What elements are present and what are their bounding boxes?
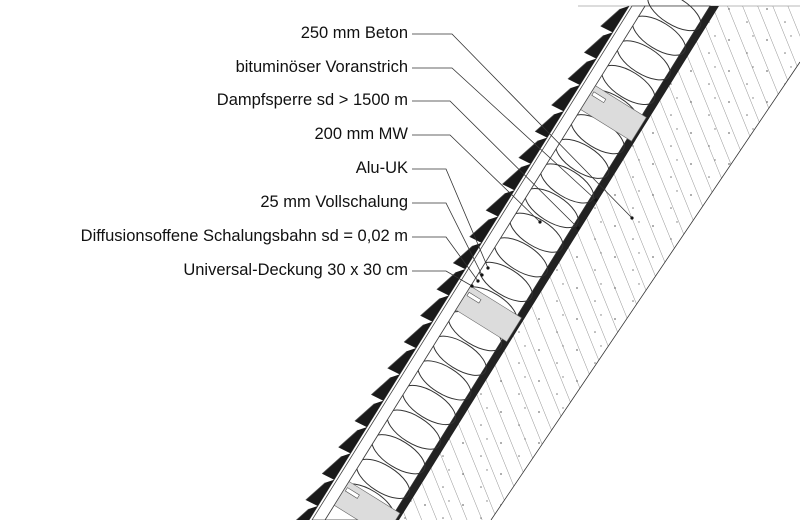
concrete-right-edge <box>490 61 800 520</box>
label-primer: bituminöser Voranstrich <box>236 58 408 76</box>
label-boarding: 25 mm Vollschalung <box>260 193 408 211</box>
aluminium-substructure <box>326 81 647 520</box>
vapour-barrier-layer <box>390 6 719 520</box>
label-membrane: Diffusionsoffene Schalungsbahn sd = 0,02… <box>81 227 408 245</box>
roof-tiles <box>295 6 629 520</box>
boarding-layer <box>311 5 646 520</box>
label-vapour-barrier: Dampfsperre sd > 1500 m <box>217 91 408 109</box>
concrete-texture <box>397 6 800 520</box>
roof-layers <box>295 0 800 520</box>
label-alu-substructure: Alu-UK <box>356 159 408 177</box>
membrane-line <box>308 5 630 520</box>
layer-labels: 250 mm Beton bituminöser Voranstrich Dam… <box>81 24 409 279</box>
leader-lines <box>412 33 634 288</box>
label-insulation: 200 mm MW <box>314 125 408 143</box>
label-roof-covering: Universal-Deckung 30 x 30 cm <box>183 261 408 279</box>
label-concrete: 250 mm Beton <box>301 24 408 42</box>
